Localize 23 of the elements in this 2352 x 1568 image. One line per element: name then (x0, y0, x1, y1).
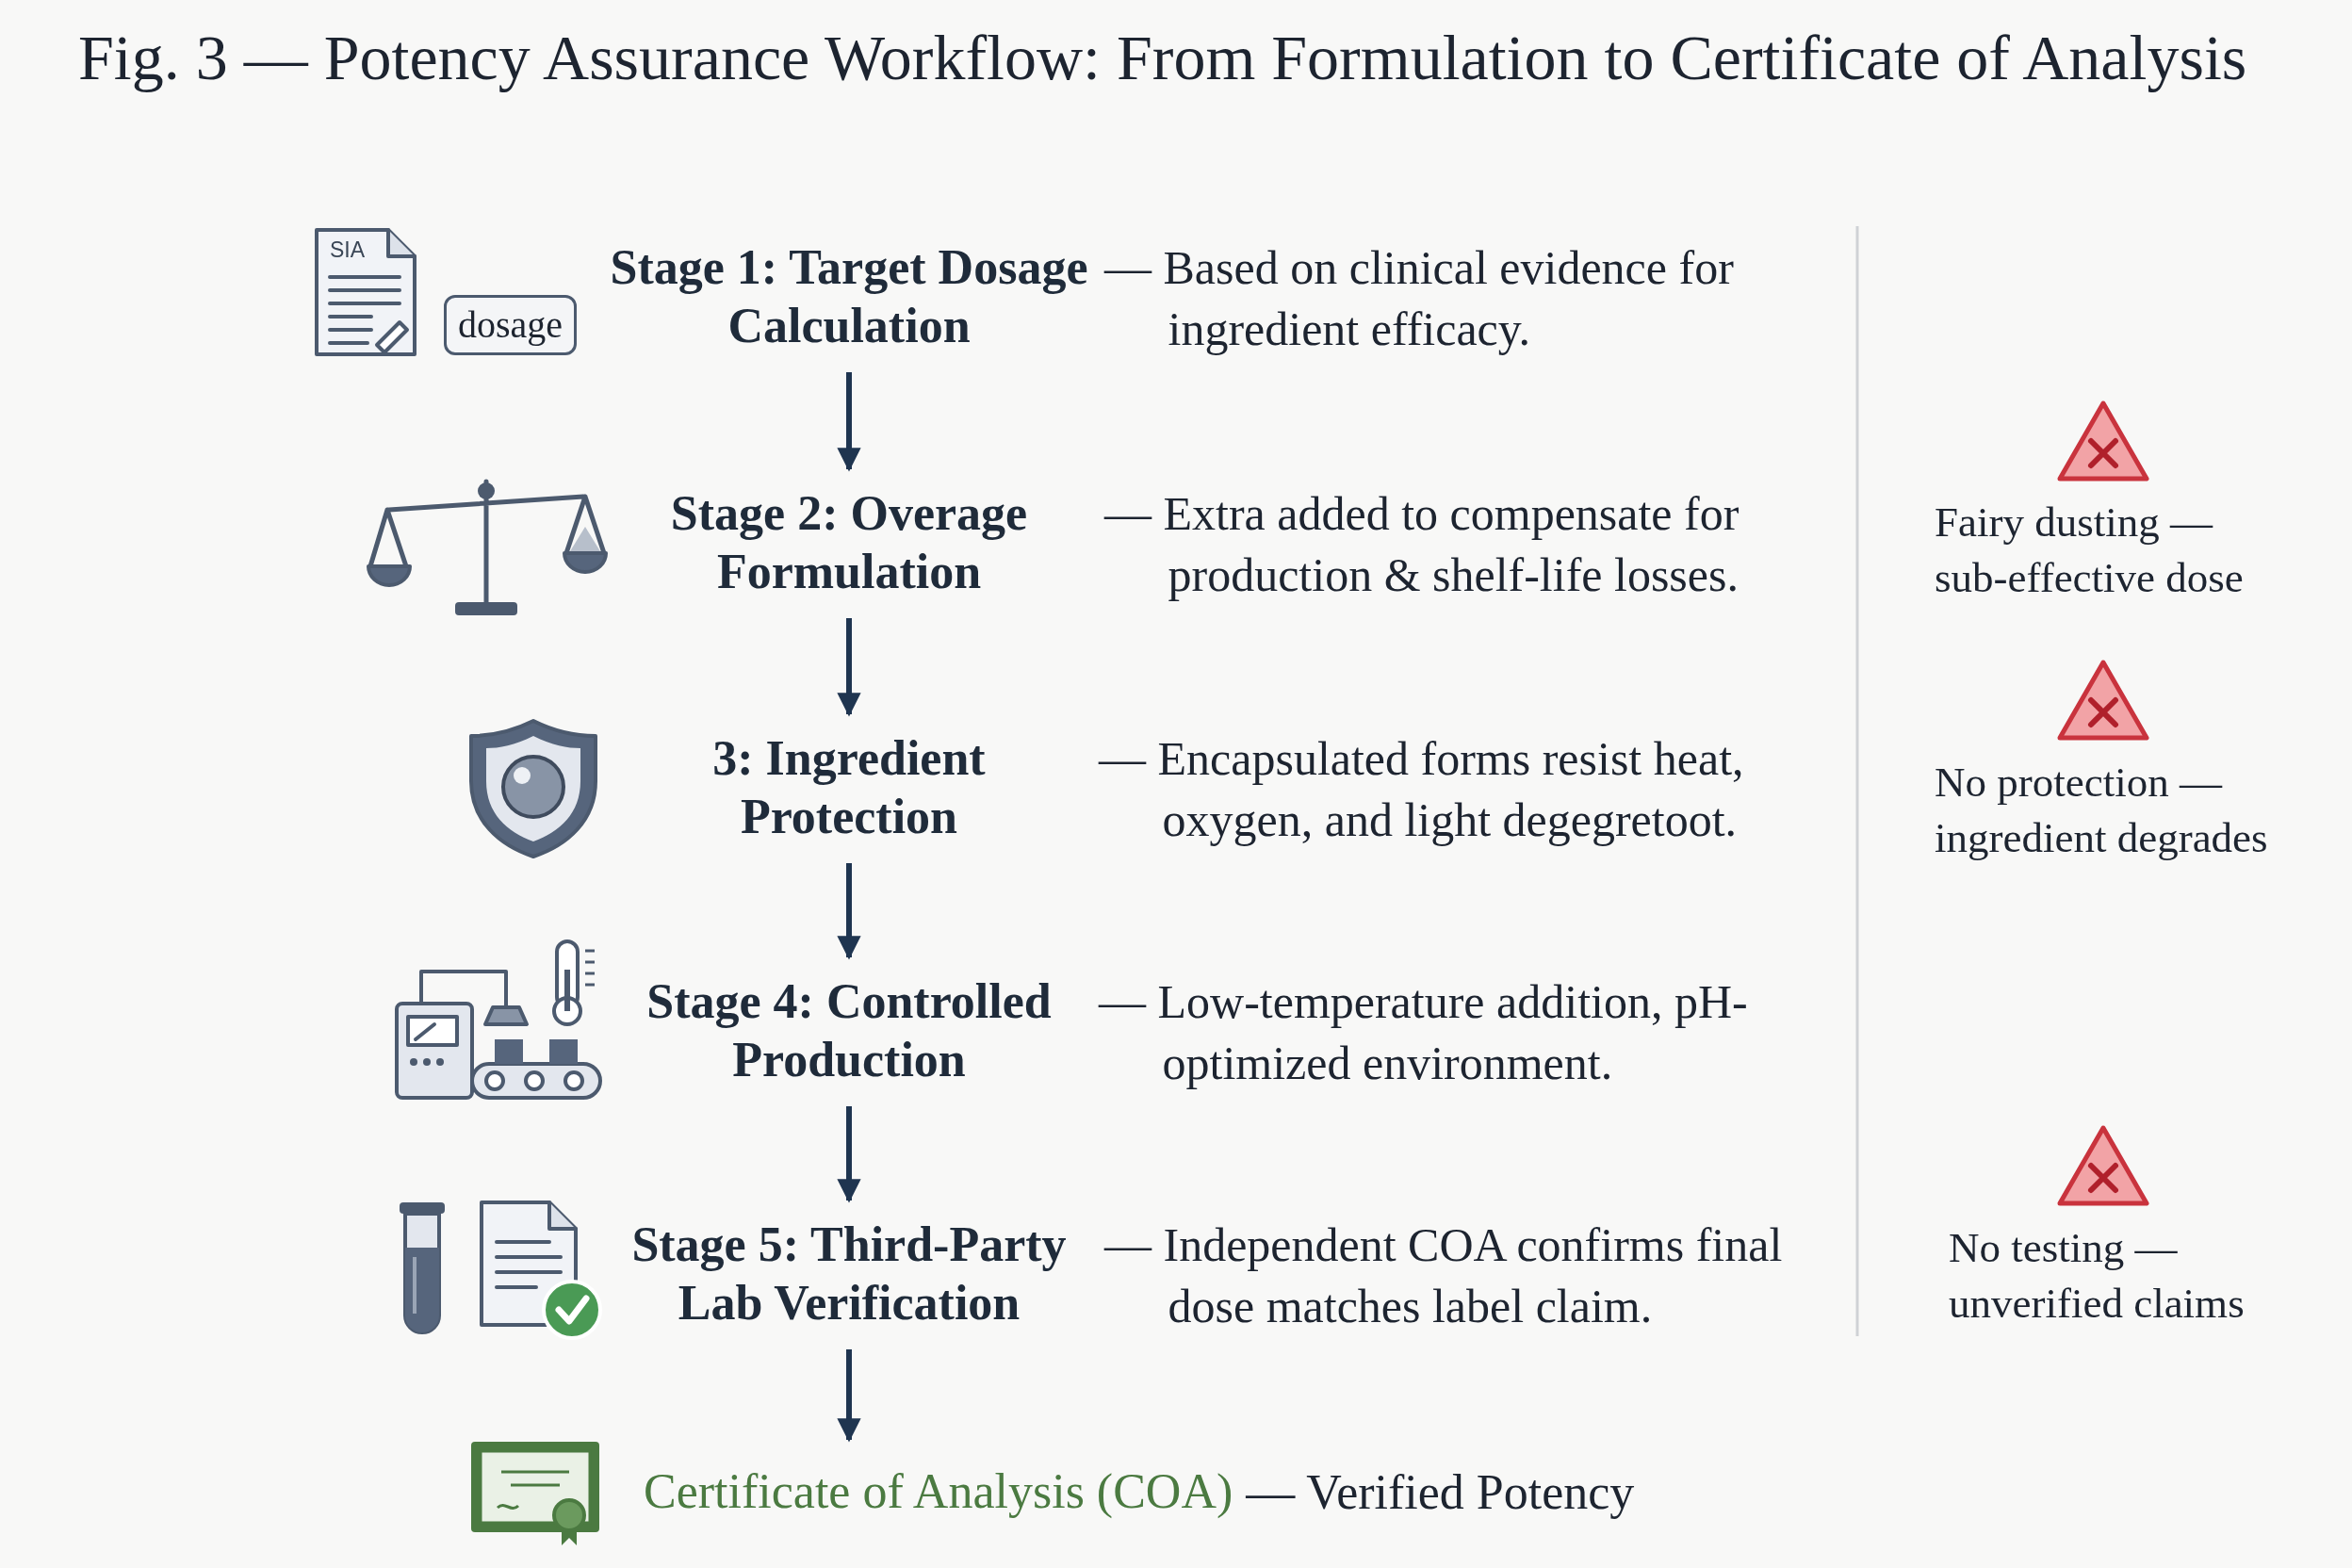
figure-title: Fig. 3 — Potency Assurance Workflow: From Formulation to Certificate of Analysis (78, 21, 2247, 95)
doc-text: SIA (330, 237, 366, 263)
flow-arrow (837, 618, 861, 717)
flow-arrow (837, 863, 861, 960)
warning-text: No protection — ingredient degrades (1935, 758, 2269, 863)
stage-description: — Extra added to compensate for production & shelf-life losses. (1104, 486, 1740, 603)
flow-arrow (837, 1349, 861, 1443)
stage-title: 3: Ingredient Protection (604, 731, 1094, 844)
stage-title: Stage 5: Third-Party Lab Verification (604, 1217, 1094, 1331)
flow-arrow (837, 1106, 861, 1203)
stage-title: Stage 1: Target Dosage Calculation (604, 240, 1094, 353)
flow-arrow (837, 372, 861, 472)
stage-description: — Independent COA confirms final dose matches label claim. (1104, 1217, 1784, 1334)
stage-description: — Encapsulated forms resist heat, oxygen, and light degegretoot. (1099, 731, 1745, 848)
dosage-tag: dosage (444, 295, 578, 355)
stage-description: — Low-temperature addition, pH-optimized environment. (1099, 974, 1749, 1091)
stage-title: Stage 2: Overage Formulation (604, 486, 1094, 599)
stage-description: — Verified Potency (1246, 1464, 1635, 1521)
stage-title: Stage 4: Controlled Production (604, 974, 1094, 1087)
warning-text: No testing — unverified claims (1949, 1223, 2246, 1329)
warning-text: Fairy dusting — sub-effective dose (1935, 498, 2245, 603)
stage-description: — Based on clinical evidence for ingredient efficacy. (1104, 240, 1735, 357)
result-title: Certificate of Analysis (COA) (644, 1457, 1233, 1525)
